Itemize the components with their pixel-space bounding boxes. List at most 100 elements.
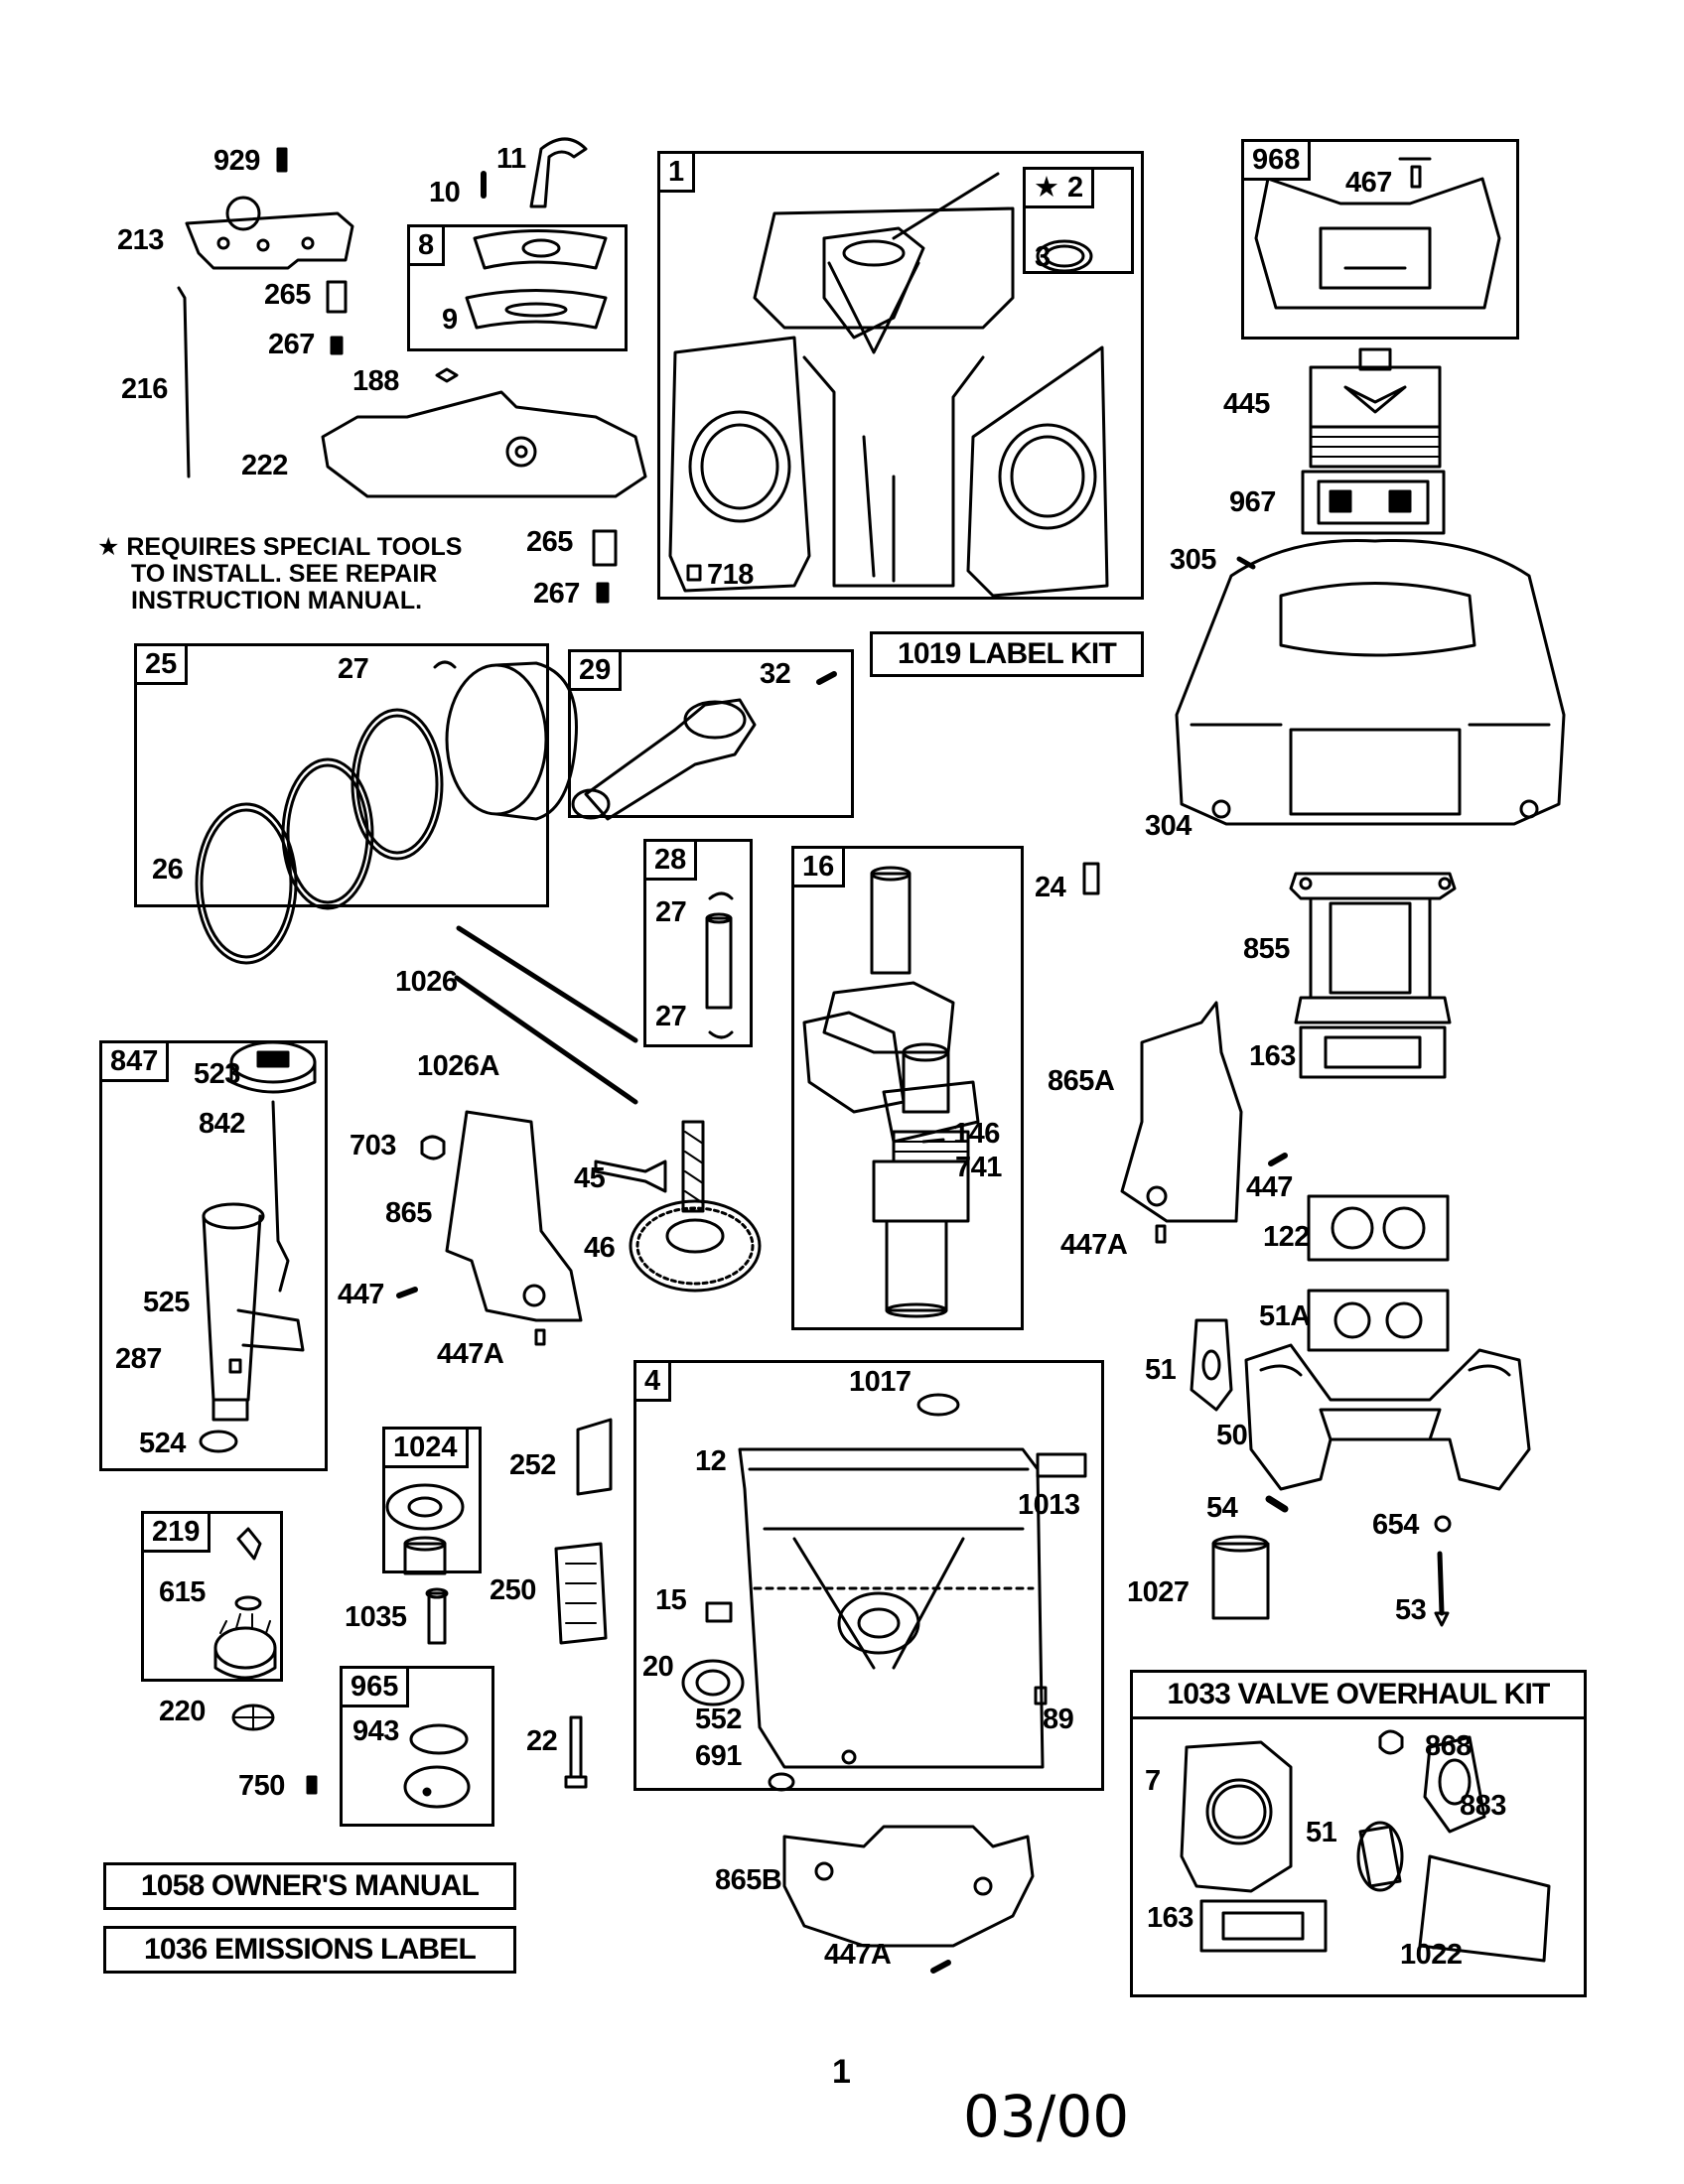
part-label-654: 654 [1372, 1509, 1419, 1541]
part-label-447: 447 [338, 1279, 384, 1310]
part-label-51a: 51A [1259, 1300, 1311, 1332]
part-label-842: 842 [199, 1108, 245, 1140]
connecting-rod-drawing [571, 671, 837, 821]
crankshaft-drawing [802, 866, 980, 1318]
box-frame-965 [340, 1666, 494, 1827]
part-label-51-b: 51 [1306, 1817, 1337, 1848]
part-label-967: 967 [1229, 486, 1276, 518]
part-label-883: 883 [1460, 1790, 1506, 1822]
box-number-965: 965 [340, 1666, 410, 1707]
part-label-12: 12 [695, 1445, 727, 1477]
baffle-right-drawing [1120, 1001, 1288, 1244]
part-label-53: 53 [1395, 1594, 1427, 1626]
part-label-27-c: 27 [655, 1001, 687, 1032]
part-label-7: 7 [1145, 1765, 1161, 1797]
part-label-1026: 1026 [395, 966, 458, 998]
part-label-1017: 1017 [849, 1366, 912, 1398]
box-number-1: 1 [657, 151, 696, 193]
part-label-447a-b: 447A [1060, 1229, 1128, 1261]
part-label-26: 26 [152, 854, 184, 886]
note-line-2: TO INSTALL. SEE REPAIR [131, 560, 438, 588]
camshaft-area-drawing [396, 1110, 762, 1346]
box-frame-28 [643, 839, 753, 1047]
note-line-3: INSTRUCTION MANUAL. [131, 587, 423, 614]
box-frame-29 [568, 649, 854, 818]
wrist-pin-drawing [705, 891, 734, 1039]
part-label-50: 50 [1216, 1420, 1248, 1451]
part-label-1035: 1035 [345, 1601, 407, 1633]
box-number-968: 968 [1241, 139, 1312, 181]
part-label-51: 51 [1145, 1354, 1177, 1386]
part-label-222: 222 [241, 450, 288, 481]
box-number-4: 4 [633, 1360, 672, 1402]
part-label-523: 523 [194, 1058, 240, 1090]
manifold-hardware-drawing [1211, 1495, 1452, 1627]
part-label-46: 46 [584, 1232, 616, 1264]
box-number-847: 847 [99, 1040, 170, 1082]
cover-gasket-drawing [403, 1723, 471, 1809]
owners-manual-banner: 1058 OWNER'S MANUAL [103, 1862, 516, 1910]
box-frame-4 [633, 1360, 1104, 1791]
part-label-265-b: 265 [526, 526, 573, 558]
part-label-252: 252 [509, 1449, 556, 1481]
valve-kit-banner: 1033 VALVE OVERHAUL KIT [1130, 1670, 1587, 1719]
part-label-703: 703 [350, 1130, 396, 1161]
part-label-220: 220 [159, 1696, 206, 1727]
part-label-54: 54 [1206, 1492, 1238, 1524]
part-label-929: 929 [213, 145, 260, 177]
part-label-467: 467 [1345, 167, 1392, 199]
part-label-24: 24 [1035, 872, 1066, 903]
note-line-1: REQUIRES SPECIAL TOOLS [126, 533, 463, 561]
special-tools-note: ★ REQUIRES SPECIAL TOOLS TO INSTALL. SEE… [97, 534, 462, 614]
box-frame-16 [791, 846, 1024, 1330]
part-label-20: 20 [642, 1651, 674, 1683]
part-label-447-b: 447 [1246, 1171, 1293, 1203]
part-label-447a-c: 447A [824, 1939, 892, 1971]
part-label-865a: 865A [1048, 1065, 1115, 1097]
intake-adapter-drawing [1289, 872, 1457, 1079]
valve-kit-gaskets-drawing [1180, 1729, 1551, 1963]
part-label-615: 615 [159, 1576, 206, 1608]
box-number-29: 29 [568, 649, 623, 691]
box-frame-847 [99, 1040, 328, 1471]
part-label-267: 267 [268, 329, 315, 360]
breather-parts-drawing [465, 229, 608, 330]
part-label-22: 22 [526, 1725, 558, 1757]
part-label-718: 718 [707, 559, 754, 591]
baffle-bottom-drawing [782, 1825, 1035, 1974]
part-label-865: 865 [385, 1197, 432, 1229]
mounting-bolt-drawing [564, 1715, 588, 1789]
note-star: ★ [97, 533, 120, 561]
box-number-28: 28 [643, 839, 698, 881]
part-label-265: 265 [264, 279, 311, 311]
box-number-16: 16 [791, 846, 846, 887]
gasket-set-drawing [554, 1418, 613, 1645]
part-label-865b: 865B [715, 1864, 782, 1896]
date-code: 03/00 [963, 2083, 1130, 2150]
part-label-45: 45 [574, 1162, 606, 1194]
part-label-741: 741 [955, 1152, 1002, 1183]
part-label-188: 188 [352, 365, 399, 397]
part-label-447a: 447A [437, 1338, 504, 1370]
part-label-11: 11 [496, 143, 526, 175]
box-frame-25 [134, 643, 549, 907]
part-label-445: 445 [1223, 388, 1270, 420]
breather-fitting-drawing [481, 137, 588, 208]
part-label-213: 213 [117, 224, 164, 256]
part-label-146: 146 [953, 1118, 1000, 1150]
part-label-267-b: 267 [533, 578, 580, 610]
part-label-750: 750 [238, 1770, 285, 1802]
box-frame-219 [141, 1511, 283, 1682]
part-label-1022: 1022 [1400, 1939, 1463, 1971]
part-label-89: 89 [1043, 1704, 1074, 1735]
box-number-1024: 1024 [382, 1427, 469, 1468]
part-label-163-b: 163 [1147, 1902, 1193, 1934]
part-label-1027: 1027 [1127, 1576, 1190, 1608]
part-label-1026a: 1026A [417, 1050, 499, 1082]
part-label-1013: 1013 [1018, 1489, 1080, 1521]
page-number: 1 [832, 2053, 851, 2091]
part-label-9: 9 [442, 304, 458, 336]
part-label-868: 868 [1425, 1730, 1472, 1762]
governor-bracket-drawing [177, 147, 647, 498]
